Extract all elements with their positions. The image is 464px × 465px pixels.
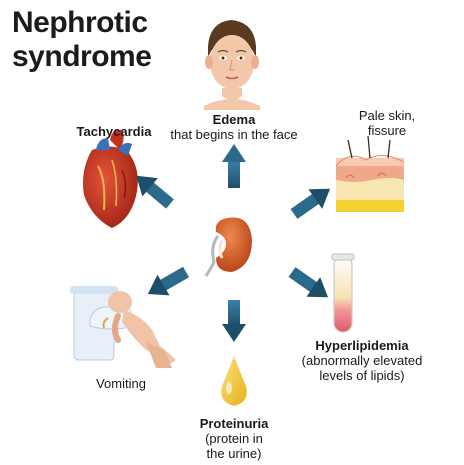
pale-skin-label: Pale skin, fissure (332, 108, 442, 138)
test-tube-icon (332, 254, 354, 332)
vomiting-label: Vomiting (76, 376, 166, 391)
arrow-up (222, 144, 246, 188)
pale-skin-line-2: fissure (332, 123, 442, 138)
heart-icon (83, 130, 138, 228)
hyperlipidemia-line-1: (abnormally elevated (282, 353, 442, 368)
tachycardia-label: Tachycardia (54, 124, 174, 139)
hyperlipidemia-line-2: levels of lipids) (282, 368, 442, 383)
proteinuria-label: Proteinuria (protein in the urine) (178, 416, 290, 461)
hyperlipidemia-title: Hyperlipidemia (282, 338, 442, 353)
proteinuria-line-2: the urine) (178, 446, 290, 461)
skin-layer-icon (336, 136, 404, 212)
arrow-up-right (287, 179, 337, 224)
edema-label: Edema that begins in the face (162, 112, 306, 142)
arrow-down-left (142, 262, 192, 305)
tachycardia-title: Tachycardia (54, 124, 174, 139)
edema-desc: that begins in the face (162, 127, 306, 142)
proteinuria-title: Proteinuria (178, 416, 290, 431)
vomiting-title: Vomiting (76, 376, 166, 391)
edema-title: Edema (162, 112, 306, 127)
arrow-down (222, 300, 246, 342)
urine-drop-icon (221, 356, 247, 406)
proteinuria-line-1: (protein in (178, 431, 290, 446)
arrow-down-right (285, 262, 335, 307)
kidney-icon (206, 217, 252, 276)
pale-skin-line-1: Pale skin, (332, 108, 442, 123)
toilet-vomiting-icon (70, 286, 176, 368)
hyperlipidemia-label: Hyperlipidemia (abnormally elevated leve… (282, 338, 442, 383)
face-icon (204, 20, 260, 110)
